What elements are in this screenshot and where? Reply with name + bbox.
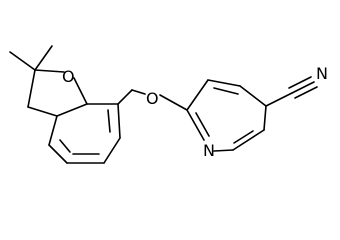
bond: [195, 112, 210, 137]
bond: [207, 79, 241, 87]
bond: [186, 109, 205, 141]
bond: [103, 137, 121, 164]
bond: [213, 87, 239, 95]
bond: [48, 144, 68, 164]
bond: [34, 45, 53, 71]
bond: [73, 77, 88, 105]
bond: [265, 92, 293, 107]
bond: [117, 89, 133, 105]
bond: [159, 94, 188, 111]
bond: [48, 115, 58, 146]
bond: [239, 85, 267, 107]
bond: [213, 149, 234, 152]
ring-oxygen-label: O: [62, 67, 75, 86]
bond: [117, 103, 121, 139]
nitrile-nitrogen-label: N: [316, 64, 328, 83]
bond: [34, 69, 65, 73]
bond: [59, 139, 71, 153]
bond: [186, 79, 209, 111]
bond: [27, 106, 58, 117]
ether-oxygen-label: O: [146, 89, 159, 108]
bond: [131, 89, 146, 95]
bond: [233, 130, 254, 144]
bond: [232, 129, 265, 151]
bond: [9, 51, 36, 71]
bond: [288, 76, 312, 89]
bond: [107, 109, 111, 133]
bond: [291, 81, 315, 94]
bond: [27, 69, 36, 108]
bond: [263, 105, 267, 131]
pyridine-nitrogen-label: N: [203, 141, 215, 160]
bond: [294, 86, 318, 99]
chemical-structure: O O N N: [9, 45, 328, 164]
bond: [56, 103, 88, 117]
